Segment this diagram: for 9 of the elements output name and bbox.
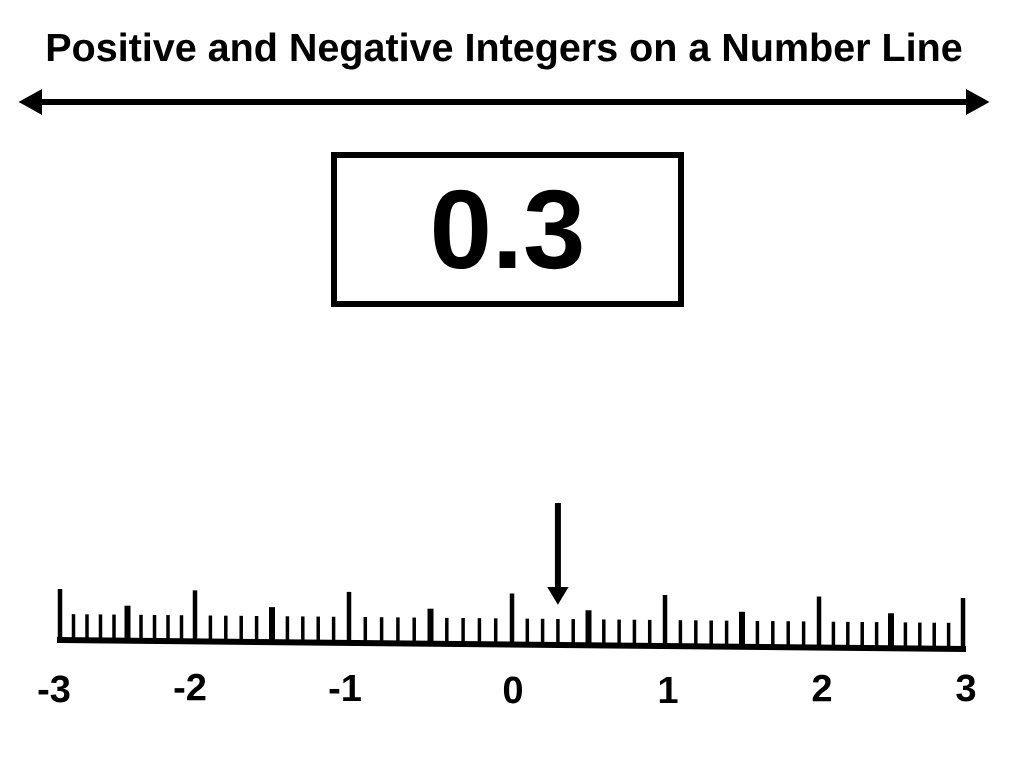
tick-label: 2: [812, 674, 832, 702]
tick-label: -3: [38, 675, 70, 703]
tick-label: -1: [329, 674, 361, 702]
tick-label: 3: [956, 674, 976, 702]
number-box: 0.3: [331, 152, 684, 307]
tick-label: 1: [659, 676, 678, 704]
title: Positive and Negative Integers on a Number Line: [47, 32, 962, 70]
tick-label: -2: [174, 673, 206, 701]
tick-label: 0: [503, 676, 522, 704]
